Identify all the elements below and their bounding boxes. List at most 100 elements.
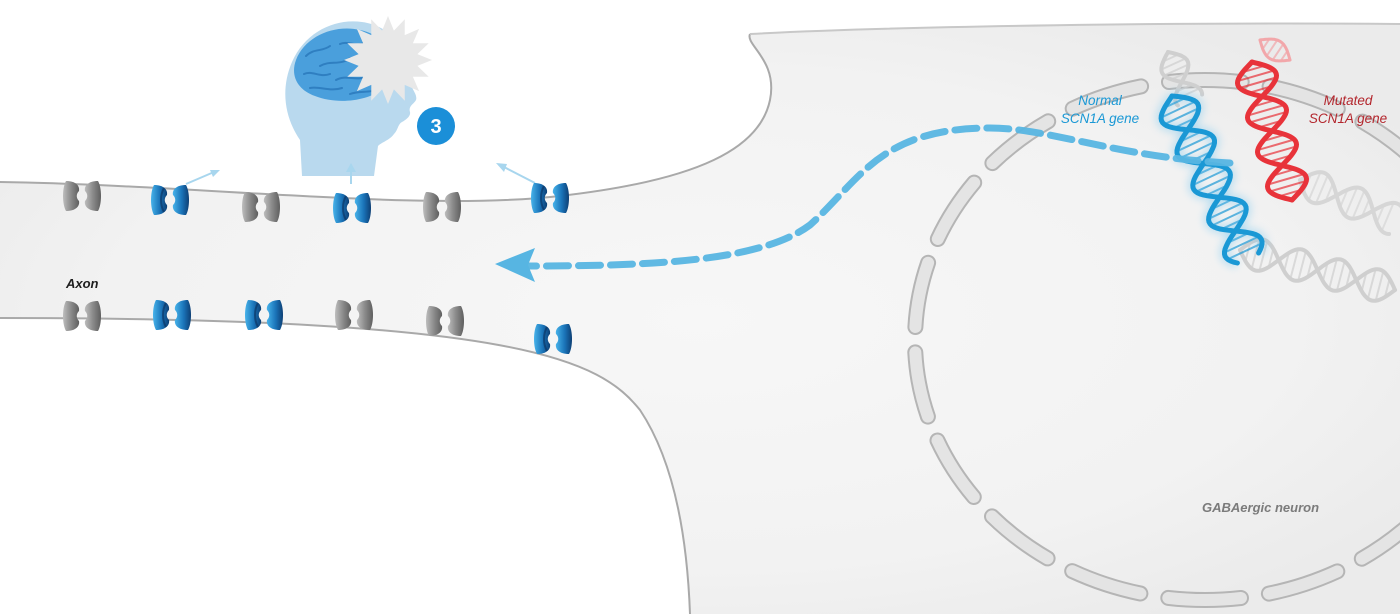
channel-groove	[342, 195, 347, 221]
normal-gene-label-line1: Normal	[1078, 93, 1122, 108]
channel-left-half	[63, 181, 80, 211]
neuron-membrane	[0, 22, 1400, 614]
nucleus-segment-inner	[931, 176, 981, 245]
dna-mutated-rung	[1267, 173, 1305, 186]
dna-mutated-rung	[1249, 110, 1287, 124]
dna-grey-right-rung	[1315, 174, 1329, 204]
channel-groove	[160, 187, 165, 213]
sodium-channel-blue	[153, 300, 191, 330]
channel-right-half	[174, 300, 191, 330]
nucleus-segment-inner	[1262, 565, 1344, 600]
dna-grey-right-rung	[1307, 171, 1322, 201]
dna-mutated-rung	[1247, 104, 1285, 117]
axon-lower-membrane	[0, 317, 691, 614]
dna-grey-bottom-rung	[1297, 251, 1307, 281]
channel-left-half	[63, 301, 80, 331]
dna-mutated-rung	[1269, 179, 1307, 193]
nucleus-segment-inner	[931, 434, 980, 503]
dna-grey-bottom-rung	[1244, 242, 1252, 262]
dna-normal-strand	[1169, 93, 1265, 256]
channel-right-half	[444, 192, 461, 222]
dna-grey-bottom-rung	[1328, 259, 1338, 289]
sodium-channel-blue	[333, 193, 371, 223]
axon-label: Axon	[66, 276, 99, 291]
sodium-channel-blue	[151, 185, 189, 215]
cell-top-membrane	[749, 22, 1400, 35]
dna-grey-bottom-rung	[1283, 252, 1290, 272]
mutated-gene-label: Mutated SCN1A gene	[1300, 92, 1396, 128]
dna-grey-top-rung	[1163, 63, 1189, 77]
dna-grey-bottom-rung	[1383, 278, 1391, 298]
sodium-channel-grey	[242, 192, 280, 222]
dna-grey-right-rung	[1380, 202, 1395, 232]
channel-left-half	[242, 192, 259, 222]
dna-grey-right-rung	[1351, 190, 1366, 219]
dna-grey-bottom-rung	[1306, 258, 1314, 278]
nucleus-segment-inner	[1066, 565, 1147, 600]
channel-left-half	[153, 300, 170, 330]
dna-grey-right-rung	[1339, 189, 1349, 208]
dna-grey-right-strand	[1298, 178, 1392, 236]
dna-grey-right-rung	[1375, 204, 1385, 223]
channel-right-half	[263, 192, 280, 222]
dna-mutated-scn1a	[1234, 59, 1310, 203]
normal-gene-label: Normal SCN1A gene	[1052, 92, 1148, 128]
channel-groove	[543, 326, 548, 352]
nucleus-segment-inner	[1356, 115, 1400, 156]
channel-right-half	[266, 300, 283, 330]
channel-groove	[540, 185, 545, 211]
step-number: 3	[430, 116, 441, 138]
arrow-head	[495, 248, 535, 282]
dna-mutated-rung	[1257, 138, 1295, 152]
channel-left-half	[531, 183, 548, 213]
normal-gene-label-line2: SCN1A gene	[1060, 111, 1140, 126]
nucleus-segment-inner	[1066, 80, 1148, 115]
dna-pink-top-strand	[1258, 38, 1292, 63]
mutated-gene-label-line2: SCN1A gene	[1308, 111, 1388, 126]
dna-normal-scn1a	[1155, 90, 1268, 269]
step-badge: 3	[417, 107, 455, 145]
channel-left-half	[245, 300, 262, 330]
dna-pink-top-strand	[1258, 37, 1292, 62]
nucleus-segment-inner	[986, 510, 1054, 565]
dna-grey-right-rung	[1344, 187, 1359, 216]
sodium-channels	[63, 181, 572, 354]
channel-right-half	[354, 193, 371, 223]
nucleus-segment-inner	[1162, 591, 1247, 606]
dna-background-strands	[1159, 37, 1400, 303]
channel-left-half	[335, 300, 352, 330]
dna-grey-top-strand	[1159, 50, 1205, 97]
sodium-channel-grey	[335, 300, 373, 330]
dna-grey-bottom-rung	[1374, 271, 1385, 301]
channel-groove	[162, 302, 167, 328]
sodium-channel-grey	[63, 181, 101, 211]
dna-grey-right-rung	[1361, 198, 1371, 217]
dna-mutated-rung	[1259, 145, 1297, 158]
axon-upper-membrane	[0, 33, 773, 203]
nucleus-segment-inner	[909, 346, 934, 423]
nucleus-segment-inner	[909, 256, 935, 333]
dna-grey-bottom-strand	[1238, 237, 1397, 303]
neuron-label: GABAergic neuron	[1202, 500, 1320, 515]
starburst-icon	[344, 16, 432, 104]
channel-right-half	[555, 324, 572, 354]
channel-right-half	[356, 300, 373, 330]
sodium-channel-grey	[63, 301, 101, 331]
dna-mutated-rung	[1237, 69, 1275, 83]
channel-right-half	[84, 301, 101, 331]
sodium-channel-blue	[534, 324, 572, 354]
ion-flow-arrows	[185, 163, 536, 185]
dna-grey-bottom-rung	[1360, 272, 1368, 292]
channel-left-half	[426, 306, 443, 336]
channel-groove	[254, 302, 259, 328]
dna-grey-bottom-rung	[1366, 269, 1377, 299]
sodium-channel-grey	[426, 306, 464, 336]
channel-left-half	[534, 324, 551, 354]
nucleus-segment-inner	[1355, 524, 1400, 565]
dna-grey-right-strand	[1298, 170, 1400, 221]
dna-mutated-strand	[1244, 59, 1300, 203]
dna-pink-top-rung	[1265, 39, 1279, 57]
channel-right-half	[552, 183, 569, 213]
dna-grey-top-rung	[1160, 57, 1187, 71]
